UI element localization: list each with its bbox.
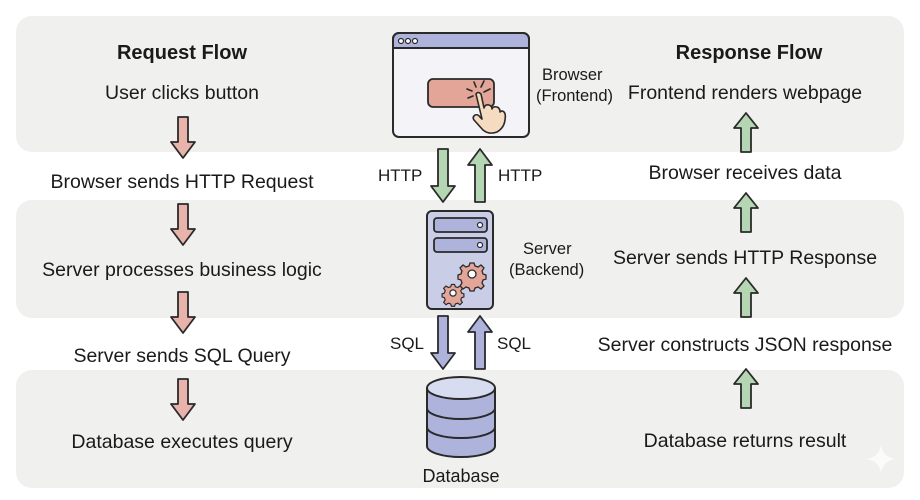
request-step-4: Server sends SQL Query <box>73 345 291 367</box>
gear-icon <box>441 283 465 307</box>
browser-window-icon <box>392 32 532 140</box>
gear-icon <box>457 262 487 292</box>
server-icon <box>426 210 498 312</box>
response-arrow-up-icon <box>733 112 759 154</box>
http-up-arrow-icon <box>467 148 493 204</box>
sparkle-icon <box>866 444 896 474</box>
browser-label: Browser <box>542 66 603 84</box>
response-step-2: Browser receives data <box>648 162 842 184</box>
request-arrow-down-icon <box>170 203 196 247</box>
request-arrow-down-icon <box>170 378 196 422</box>
http-down-arrow-icon <box>430 148 456 204</box>
server-role-label: (Backend) <box>509 261 585 279</box>
hand-cursor-icon <box>472 91 507 134</box>
sql-result-label: SQL <box>497 334 532 353</box>
response-step-3: Server sends HTTP Response <box>612 247 878 269</box>
sql-query-label: SQL <box>390 334 425 353</box>
response-step-5: Database returns result <box>643 430 847 452</box>
http-request-label: HTTP <box>378 166 423 185</box>
sql-up-arrow-icon <box>467 315 493 371</box>
response-arrow-up-icon <box>733 192 759 234</box>
response-flow-heading: Response Flow <box>675 42 823 64</box>
database-icon <box>426 376 498 460</box>
response-arrow-up-icon <box>733 277 759 319</box>
response-step-4: Server constructs JSON response <box>597 334 893 356</box>
sql-down-arrow-icon <box>430 315 456 371</box>
request-step-2: Browser sends HTTP Request <box>50 171 314 193</box>
request-step-3: Server processes business logic <box>42 259 322 281</box>
response-arrow-up-icon <box>733 368 759 410</box>
response-step-1: Frontend renders webpage <box>627 82 863 104</box>
browser-role-label: (Frontend) <box>536 87 614 105</box>
server-label: Server <box>523 240 572 258</box>
request-step-5: Database executes query <box>71 431 293 453</box>
request-step-1: User clicks button <box>105 82 259 104</box>
request-flow-heading: Request Flow <box>116 42 248 64</box>
request-arrow-down-icon <box>170 291 196 335</box>
http-response-label: HTTP <box>498 166 543 185</box>
request-arrow-down-icon <box>170 116 196 160</box>
database-label: Database <box>422 466 500 486</box>
